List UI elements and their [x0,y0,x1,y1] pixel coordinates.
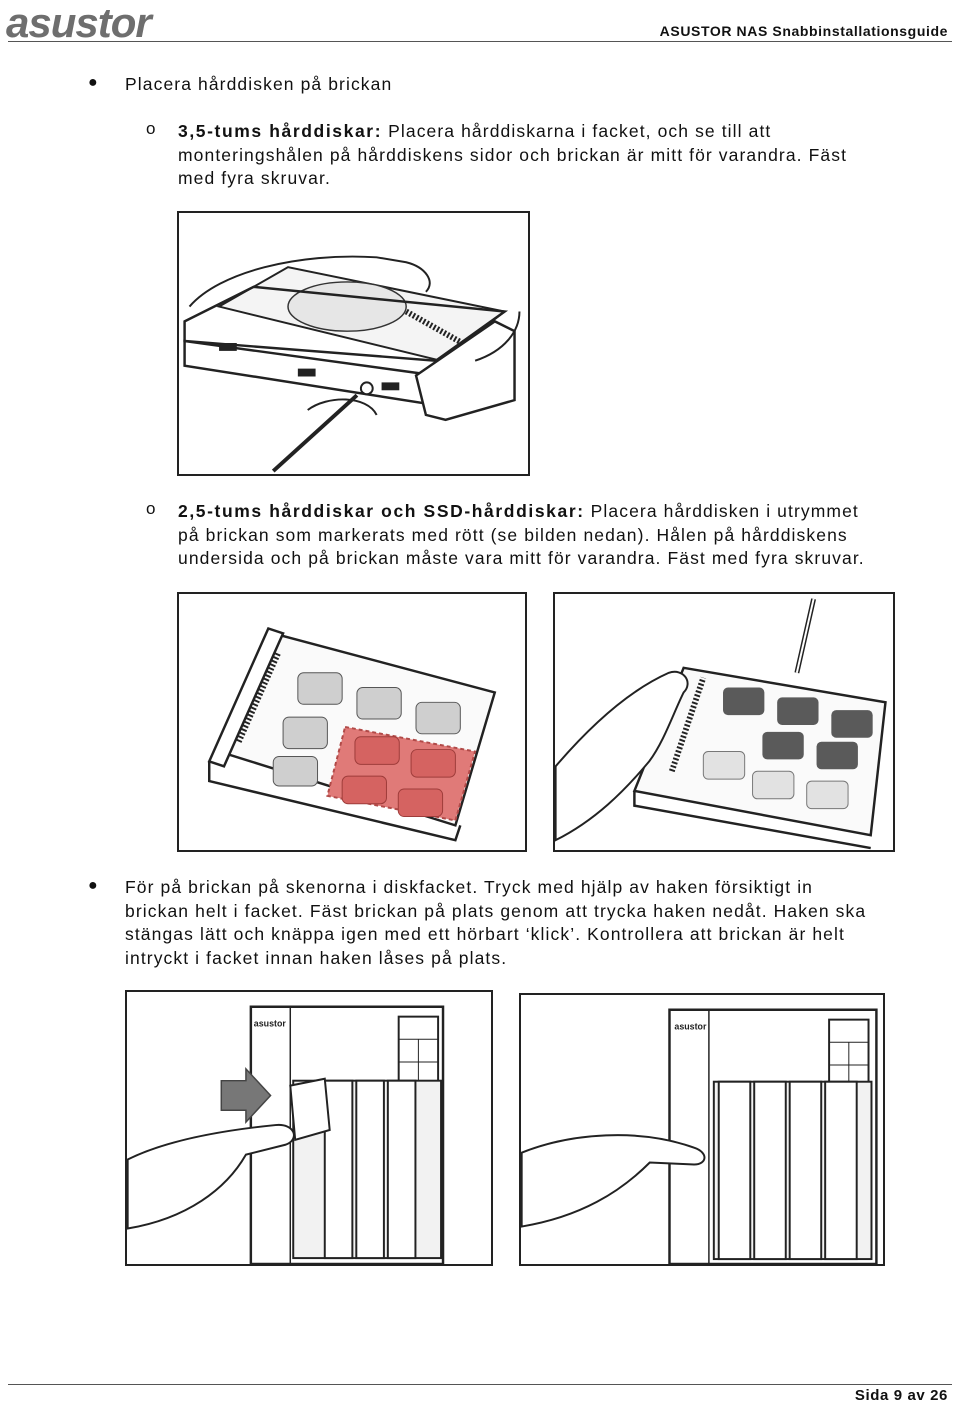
bullet-dot-icon: ● [88,74,98,91]
ssd-tray-highlight-illustration [177,592,527,852]
section2-line4: intryckt i facket innan haken låses på p… [125,947,508,968]
nas-brand-label: asustor [674,1021,707,1031]
header-divider [8,41,952,42]
sub-bullet-icon: o [146,499,156,518]
section2-line3: stängas lätt och knäppa igen med ett hör… [125,924,845,944]
section2-paragraph: För på brickan på skenorna i diskfacket.… [125,876,955,970]
ssd-tray-screwdriver-illustration [553,592,895,852]
header-title: ASUSTOR NAS Snabbinstallationsguide [659,23,948,39]
hdd-35-tray-illustration [177,211,530,476]
section2-line2: brickan helt i facket. Fäst brickan på p… [125,900,867,921]
item1-line2: monteringshålen på hårddiskens sidor och… [178,144,848,165]
item2-line3: undersida och på brickan måste vara mitt… [178,548,865,568]
ssd-screwdriver-drawing [555,598,887,850]
item2-line1: Placera hårddisken i utrymmet [584,501,859,521]
hdd-35-tray-drawing [183,255,521,473]
item1-line3: med fyra skruvar. [178,168,331,188]
item1-label: 3,5-tums hårddiskar: [178,121,383,141]
nas-latch-drawing: asustor [521,1008,878,1264]
page-number: Sida 9 av 26 [854,1387,948,1404]
item1-line1: Placera hårddiskarna i facket, och se ti… [382,121,772,141]
nas-lock-latch-illustration: asustor [519,993,885,1266]
asustor-logo: asustor [6,0,152,46]
section2-line1: För på brickan på skenorna i diskfacket.… [125,877,814,897]
nas-insert-drawing: asustor [127,1005,445,1264]
bullet-dot-icon: ● [88,877,98,894]
item2-paragraph: 2,5-tums hårddiskar och SSD-hårddiskar: … [178,500,948,571]
nas-insert-tray-illustration: asustor [125,990,493,1266]
section1-heading: Placera hårddisken på brickan [125,74,393,94]
item2-label: 2,5-tums hårddiskar och SSD-hårddiskar: [178,501,585,521]
ssd-tray-drawing [207,626,497,842]
footer-divider [8,1384,952,1385]
item1-paragraph: 3,5-tums hårddiskar: Placera hårddiskarn… [178,120,938,191]
sub-bullet-icon: o [146,119,156,138]
item2-line2: på brickan som markerats med rött (se bi… [178,524,848,545]
nas-brand-label: asustor [254,1018,287,1028]
